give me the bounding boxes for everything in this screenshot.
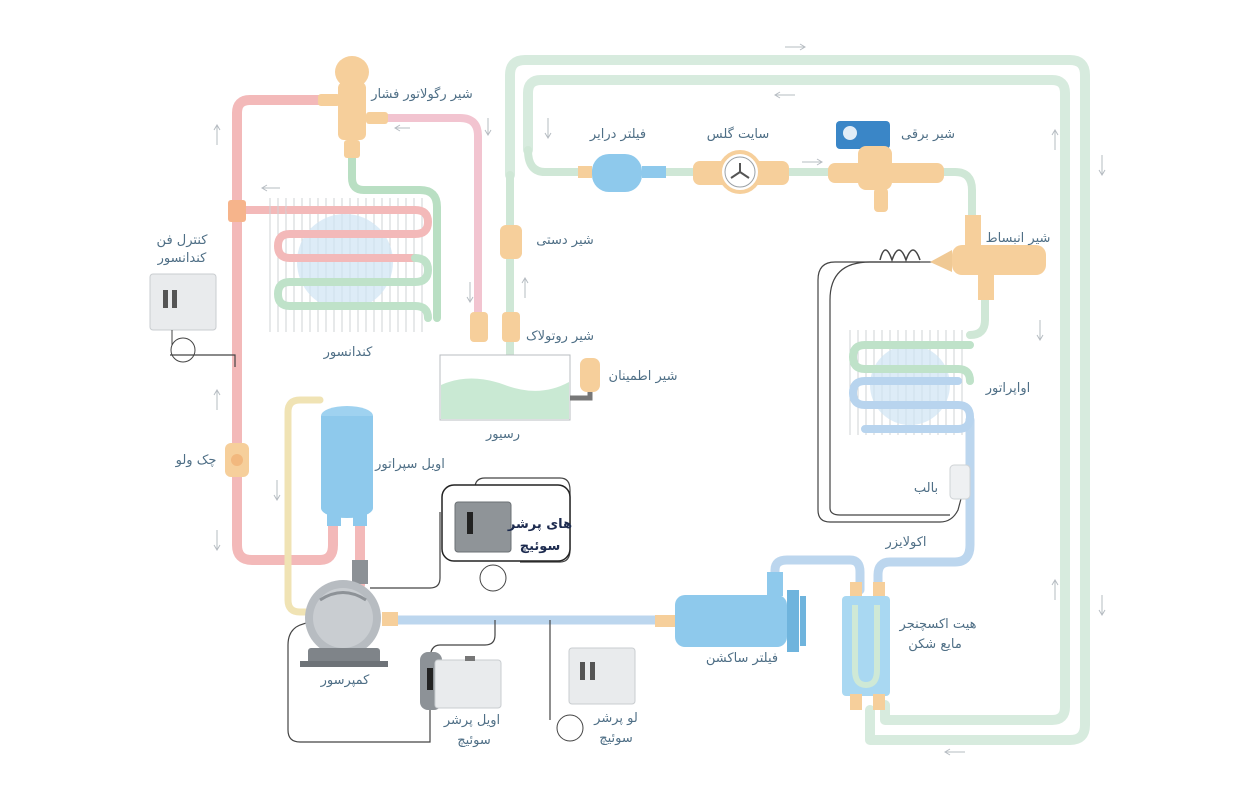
label-condenser-fan-control-1: کنترل فن xyxy=(157,233,209,248)
oil-pressure-switch xyxy=(420,652,502,710)
label-equalizer: اکولایزر xyxy=(885,535,927,550)
label-check-valve: چک ولو xyxy=(175,453,217,468)
labels: شیر رگولاتور فشار فیلتر درایر سایت گلس ش… xyxy=(157,86,1051,748)
label-bulb: بالب xyxy=(914,481,938,496)
label-low-pressure-switch-1: لو پرشر xyxy=(593,711,638,726)
label-sight-glass: سایت گلس xyxy=(707,126,769,142)
receiver xyxy=(439,312,600,421)
expansion-valve xyxy=(879,215,1046,300)
label-solenoid-valve: شیر برقی xyxy=(901,127,955,142)
sight-glass xyxy=(693,150,789,194)
check-valve xyxy=(225,443,249,477)
label-low-pressure-switch-2: سوئیچ xyxy=(599,731,633,746)
label-safety-valve: شیر اطمینان xyxy=(609,369,678,384)
compressor xyxy=(300,560,398,667)
liquid-return-loop xyxy=(505,55,1090,745)
condenser-fan-control xyxy=(149,273,217,363)
label-suction-filter: فیلتر ساکشن xyxy=(706,651,778,666)
oil-separator xyxy=(321,406,373,526)
condenser-coil xyxy=(269,198,433,332)
label-filter-drier: فیلتر درایر xyxy=(589,127,646,142)
evaporator-coil xyxy=(848,330,975,435)
oil-return-line xyxy=(284,396,324,616)
capillary-lines xyxy=(170,261,963,743)
label-oil-separator: اویل سپراتور xyxy=(374,457,445,472)
discharge-tee xyxy=(228,200,246,222)
safety-valve xyxy=(580,358,600,392)
label-rotolock-valve: شیر روتولاک xyxy=(526,329,594,344)
label-heat-exchanger-1: هیت اکسچنجر xyxy=(899,617,977,632)
label-condenser: کندانسور xyxy=(323,345,374,360)
low-pressure-switch xyxy=(556,647,636,742)
solenoid-valve xyxy=(828,121,944,212)
label-high-pressure-switch-1: های پرشر xyxy=(507,517,572,532)
heat-exchanger xyxy=(842,582,890,710)
suction-filter xyxy=(655,572,806,652)
label-expansion-valve: شیر انبساط xyxy=(986,231,1051,246)
condenser-to-regulator xyxy=(348,151,441,322)
label-manual-valve: شیر دستی xyxy=(536,233,594,248)
label-compressor: کمپرسور xyxy=(320,673,370,688)
label-heat-exchanger-2: مایع شکن xyxy=(908,637,962,652)
filter-drier xyxy=(578,154,666,192)
label-oil-pressure-switch-1: اویل پرشر xyxy=(443,713,500,728)
pressure-regulator-valve xyxy=(318,56,388,158)
high-pressure-switch xyxy=(441,484,571,592)
label-oil-pressure-switch-2: سوئیچ xyxy=(457,733,491,748)
label-evaporator: اواپراتور xyxy=(985,381,1031,396)
manual-valve xyxy=(500,225,522,259)
label-condenser-fan-control-2: کندانسور xyxy=(157,251,208,266)
label-pressure-regulator-valve: شیر رگولاتور فشار xyxy=(370,86,473,102)
label-high-pressure-switch-2: سوئیچ xyxy=(520,539,561,554)
label-receiver: رسیور xyxy=(485,427,520,442)
suction-line xyxy=(390,415,975,625)
flow-arrows xyxy=(213,43,1106,756)
bulb xyxy=(949,464,971,500)
